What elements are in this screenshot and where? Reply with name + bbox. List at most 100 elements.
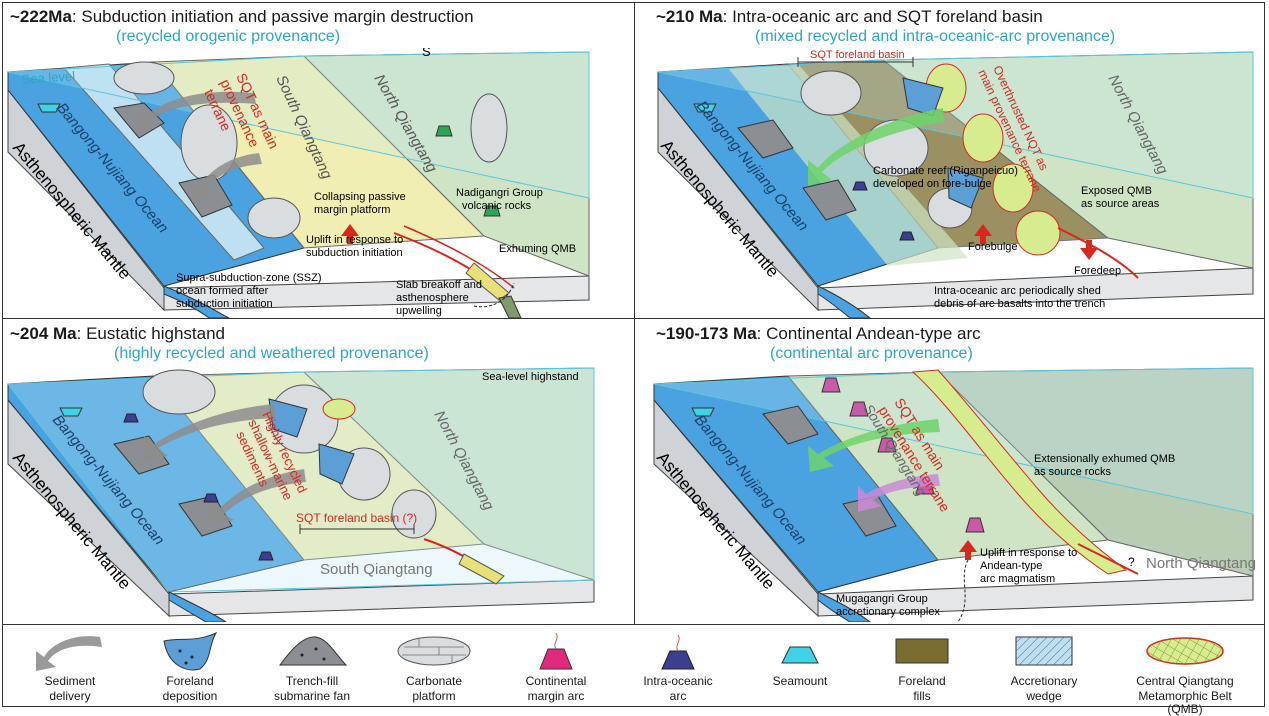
continental-arc-volcano	[435, 125, 453, 137]
legend-label-2: platform	[412, 689, 456, 703]
magma-ascent-path	[957, 559, 969, 622]
muga-label-2: accretionary complex	[836, 606, 940, 618]
subducting-slab	[817, 285, 871, 318]
panel2-title: ~210 Ma: Intra-oceanic arc and SQT forel…	[656, 7, 1043, 27]
carbonate-platform	[113, 61, 175, 95]
foreland-deposition-icon	[163, 631, 218, 671]
south-qiangtang-land	[728, 64, 968, 266]
panel4-title: ~190-173 Ma: Continental Andean-type arc	[656, 324, 981, 344]
horizontal-divider	[2, 318, 1265, 319]
sediment-delivery-arrow	[808, 108, 944, 186]
panel3-title-text: : Eustatic highstand	[76, 324, 226, 343]
exposed-label-2: as source areas	[1081, 198, 1160, 210]
q-mark: ?	[1128, 555, 1135, 569]
qmb-fault	[403, 225, 515, 289]
legend-label-1: Accretionary	[1010, 674, 1078, 688]
panel1-age: ~222Ma	[10, 7, 72, 26]
carbonate-platform	[142, 369, 216, 415]
carbonate-platform	[247, 197, 301, 239]
ssz-label-1: Supra-subduction-zone (SSZ)	[176, 272, 322, 284]
uplift-label-3: arc magmatism	[980, 573, 1055, 585]
legend-label-1: Intra-oceanic	[643, 674, 713, 688]
legend-label-2: wedge	[1026, 689, 1062, 703]
panel2-block-diagram: SQT foreland basin Bangong-Nujiang Ocean…	[657, 49, 1254, 318]
qmb-fault	[1057, 227, 1139, 279]
continental-arc-volcano	[877, 437, 897, 453]
forebulge-label: Forebulge	[968, 241, 1018, 253]
trench-fill-fan	[737, 119, 794, 159]
continental-arc-volcano	[849, 401, 869, 417]
muga-label-1: Mugagangri Group	[836, 593, 928, 605]
sqt-basin-label: SQT foreland basin	[810, 49, 905, 61]
panel2-title-text: : Intra-oceanic arc and SQT foreland bas…	[722, 7, 1043, 26]
qmb-lens	[1015, 210, 1061, 256]
highstand-label: Sea-level highstand	[482, 371, 579, 383]
seamount	[37, 103, 61, 113]
legend-label-2: margin arc	[527, 689, 585, 703]
intra-oceanic-arc	[258, 551, 274, 561]
intra-oceanic-arc	[852, 181, 868, 191]
trench-fill-fan	[802, 179, 857, 221]
continental-arc-volcano	[483, 205, 501, 217]
accretionary-wedge-icon	[1015, 636, 1073, 666]
continental-arc-volcano	[821, 377, 841, 393]
uplift-label-1: Uplift in response to	[980, 547, 1077, 559]
legend-label-2: delivery	[49, 689, 91, 703]
qmb-fault	[1077, 543, 1139, 575]
subducting-slab	[163, 285, 230, 318]
carbonate-platform	[391, 489, 437, 539]
legend-item: Accretionary wedge	[984, 629, 1104, 703]
legend-label-2: submarine fan	[273, 689, 351, 703]
carbonate-label-2: developed on fore-bulge	[873, 178, 992, 190]
legend-label-1: Sediment	[44, 674, 96, 688]
panel4-provenance: (continental arc provenance)	[770, 345, 973, 362]
panel2-age: ~210 Ma	[656, 7, 723, 26]
panel4-block-diagram: Bangong-Nujiang Ocean Asthenospheric Man…	[653, 367, 1256, 622]
qmb-lens	[962, 113, 1004, 163]
collapsing-label-1: Collapsing passive	[314, 191, 406, 203]
mantle-side-face	[817, 575, 1254, 617]
legend-label-2: arc	[669, 689, 687, 703]
panel3-provenance: (highly recycled and weathered provenanc…	[114, 345, 429, 362]
qmb-icon	[1146, 637, 1224, 665]
trench-fill-fan-icon	[279, 636, 348, 666]
exposed-label-1: Exposed QMB	[1081, 185, 1152, 197]
legend-label-2: Metamorphic Belt (QMB)	[1138, 689, 1232, 716]
legend-item: Sediment delivery	[10, 629, 130, 703]
legend-item: Foreland deposition	[130, 629, 250, 703]
legend-label-1: Central Qiangtang	[1136, 674, 1234, 688]
trench-fill-fan	[762, 405, 819, 445]
legend: Sediment delivery Foreland deposition Tr…	[2, 624, 1265, 716]
panel4-age: ~190-173 Ma	[656, 324, 757, 343]
uplift-label-2: Andean-type	[980, 560, 1042, 572]
legend-label-1: Continental	[525, 674, 587, 688]
foreland-deposition	[318, 443, 355, 485]
carbonate-label-1: Carbonate reef (Riganpeicuo)	[873, 165, 1018, 177]
panel1-title: ~222Ma: Subduction initiation and passiv…	[10, 7, 474, 27]
foredeep-label: Foredeep	[1074, 265, 1121, 277]
ext-label-1: Extensionally exhumed QMB	[1034, 453, 1175, 465]
intra-oceanic-arc-icon	[661, 634, 695, 670]
panel1-block-diagram: Sea level S Bangong-Nujiang Ocean Asthen…	[7, 48, 590, 318]
legend-item: Foreland fills	[862, 629, 982, 703]
mantle-side-face	[817, 267, 1254, 311]
ssz-label-3: subduction initiation	[176, 298, 273, 310]
seamount	[691, 407, 715, 417]
slab-label-2: asthenosphere	[396, 292, 469, 304]
subducting-slab	[168, 591, 227, 622]
sediment-delivery-arrow-icon	[36, 636, 102, 671]
sediment-delivery-arrow	[808, 419, 940, 472]
carbonate-platform	[470, 93, 508, 163]
legend-label-1: Foreland	[166, 674, 214, 688]
forebulge-arrow-icon	[974, 224, 992, 244]
ssz-label-2: ocean formed after	[176, 285, 269, 297]
collapsing-label-2: margin platform	[314, 204, 390, 216]
seamount	[693, 103, 717, 113]
figure-frame	[2, 2, 1265, 707]
legend-label-1: Foreland	[898, 674, 946, 688]
trench-fill-fan	[178, 495, 233, 537]
continental-arc-volcano	[965, 517, 985, 533]
panel3-age: ~204 Ma	[10, 324, 77, 343]
nadigangri-label-1: Nadigangri Group	[456, 187, 543, 199]
panel3-block-diagram: Sea-level highstand Bangong-Nujiang Ocea…	[7, 367, 595, 622]
